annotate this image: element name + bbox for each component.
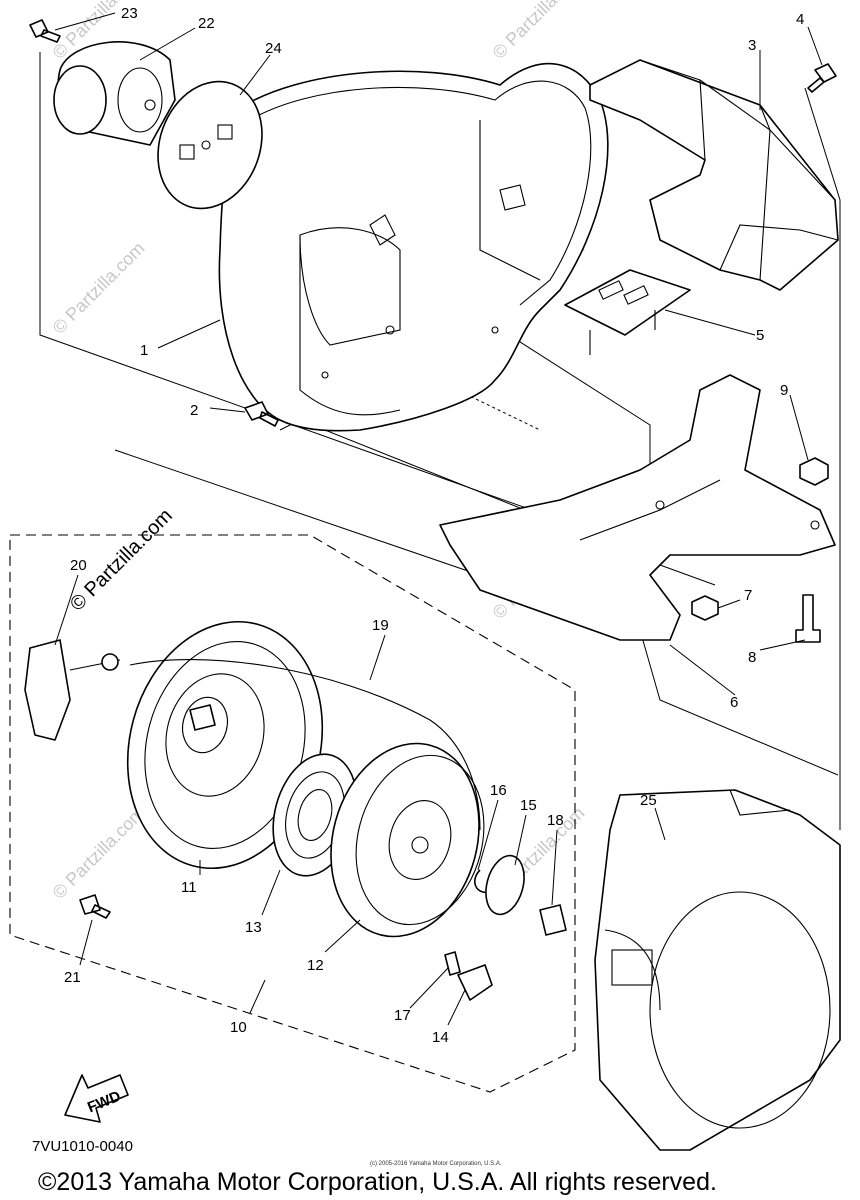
starter-plate (157, 80, 263, 210)
callout-23: 23 (121, 5, 138, 22)
callout-4: 4 (796, 11, 804, 28)
rope-reel (330, 742, 485, 938)
callout-5: 5 (756, 327, 764, 344)
callout-14: 14 (432, 1029, 449, 1046)
bolt-23 (29, 19, 61, 43)
ratchet-14 (457, 964, 493, 1001)
screw-18 (539, 904, 567, 936)
spring-17 (444, 951, 461, 976)
leader-lines (54, 12, 823, 1026)
callout-11: 11 (181, 879, 197, 896)
callout-19: 19 (372, 617, 389, 634)
callout-8: 8 (748, 649, 756, 666)
callout-25: 25 (640, 792, 657, 809)
copyright-notice: ©2013 Yamaha Motor Corporation, U.S.A. A… (38, 1168, 717, 1196)
watermark: © Partzilla.com (49, 238, 149, 338)
fan-housing (218, 62, 609, 432)
callout-12: 12 (307, 957, 324, 974)
callout-numbers: 23 22 24 3 4 1 2 5 9 7 8 6 19 20 11 13 1… (64, 5, 804, 1046)
callout-21: 21 (64, 969, 81, 986)
fasteners (29, 19, 829, 919)
watermark: © Partzilla.com (49, 803, 149, 903)
bolt-4 (807, 63, 837, 93)
callout-17: 17 (394, 1007, 411, 1024)
bolt-2 (244, 401, 279, 427)
starter-rope (129, 659, 481, 831)
callout-1: 1 (140, 342, 148, 359)
watermark: © Partzilla.com (489, 0, 589, 63)
callout-24: 24 (265, 40, 282, 57)
bolt-21 (79, 894, 111, 919)
starter-handle (24, 639, 121, 741)
air-guide (589, 59, 839, 291)
small-parts (444, 854, 567, 1001)
small-copyright: (c) 2005-2016 Yamaha Motor Corporation, … (370, 1161, 502, 1167)
callout-15: 15 (520, 797, 537, 814)
callout-2: 2 (190, 402, 198, 419)
starter-pulley (53, 41, 176, 146)
callout-7: 7 (744, 587, 752, 604)
forward-arrow-icon: FWD (64, 1074, 129, 1123)
nut-9 (799, 457, 829, 486)
callout-18: 18 (547, 812, 564, 829)
callout-3: 3 (748, 37, 756, 54)
callout-10: 10 (230, 1019, 247, 1036)
bracket-plate (564, 269, 691, 355)
callout-16: 16 (490, 782, 507, 799)
callout-20: 20 (70, 557, 87, 574)
nut-7 (691, 595, 719, 621)
fan-cover (594, 789, 841, 1151)
callout-22: 22 (198, 15, 215, 32)
callout-9: 9 (780, 382, 788, 399)
diagram-code: 7VU1010-0040 (32, 1138, 133, 1155)
stay-bracket (439, 374, 836, 641)
bolt-8 (795, 594, 821, 643)
callout-6: 6 (730, 694, 738, 711)
callout-13: 13 (245, 919, 262, 936)
plate-15 (485, 854, 525, 916)
